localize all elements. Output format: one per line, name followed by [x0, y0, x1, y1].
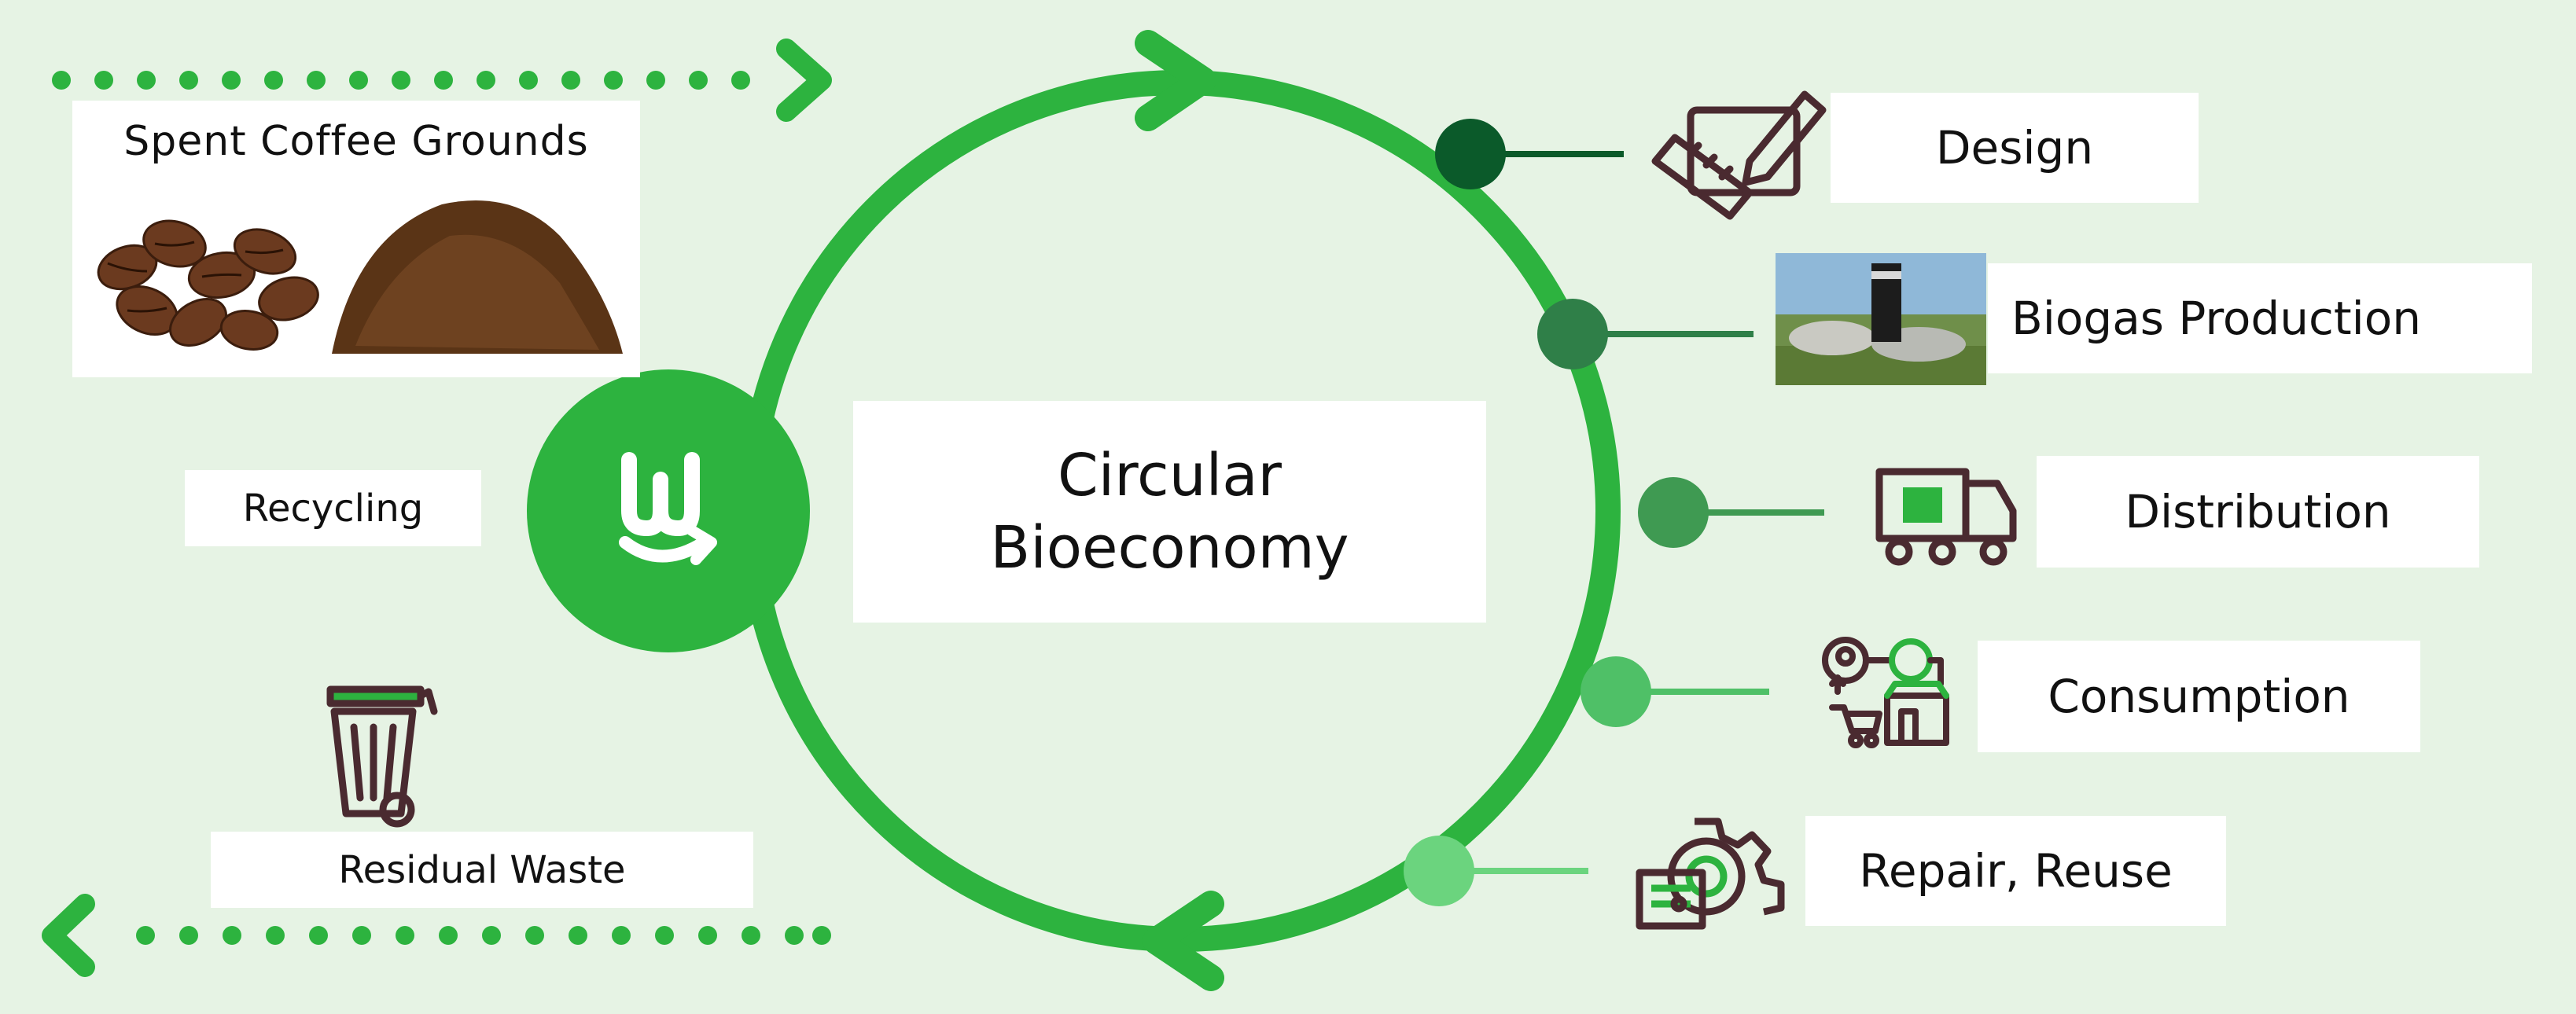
gear-repair-icon: [1636, 817, 1785, 930]
residual-waste-label: Residual Waste: [211, 832, 753, 908]
spent-coffee-label: Spent Coffee Grounds: [123, 118, 589, 165]
stage-label-repair: Repair, Reuse: [1805, 816, 2226, 926]
recycling-text: Recycling: [242, 486, 424, 531]
stage-label-biogas: Biogas Production: [1988, 263, 2532, 373]
trash-bin-icon: [326, 685, 438, 828]
spent-coffee-panel: Spent Coffee Grounds: [72, 101, 640, 377]
bottom-dotted-arrow: [42, 894, 831, 977]
wastech-smile-logo-icon: [621, 452, 700, 536]
center-title-line1: Circular: [1058, 441, 1282, 509]
ring-arrow-top: [1135, 30, 1216, 131]
consumer-shop-cart-icon: [1822, 637, 1949, 748]
stage-dot-biogas: [1537, 299, 1608, 369]
stage-dot-consumption: [1581, 656, 1651, 727]
ring-arrow-bottom: [1143, 891, 1224, 991]
stage-dot-repair: [1404, 836, 1474, 906]
design-ruler-pencil-icon: [1651, 90, 1827, 220]
stage-label-consumption-text: Consumption: [2048, 670, 2350, 723]
residual-waste-text: Residual Waste: [338, 847, 626, 892]
stage-label-consumption: Consumption: [1978, 641, 2420, 752]
stage-label-design-text: Design: [1935, 121, 2094, 175]
center-title-box: Circular Bioeconomy: [853, 401, 1486, 623]
stage-label-biogas-text: Biogas Production: [2011, 292, 2421, 345]
center-title-line2: Bioeconomy: [990, 514, 1349, 582]
logo: [527, 369, 810, 652]
delivery-truck-icon: [1875, 468, 2017, 566]
stage-dot-design: [1435, 119, 1506, 189]
biogas-plant-photo: [1776, 253, 1986, 385]
coffee-beans-and-grounds-image: [97, 200, 623, 354]
top-dotted-arrow: [52, 39, 832, 122]
stage-label-repair-text: Repair, Reuse: [1859, 844, 2173, 898]
stage-dot-distribution: [1638, 477, 1709, 548]
recycling-label: Recycling: [185, 470, 481, 546]
stage-label-distribution-text: Distribution: [2125, 485, 2391, 538]
stage-label-design: Design: [1831, 93, 2199, 203]
stage-label-distribution: Distribution: [2037, 456, 2479, 568]
